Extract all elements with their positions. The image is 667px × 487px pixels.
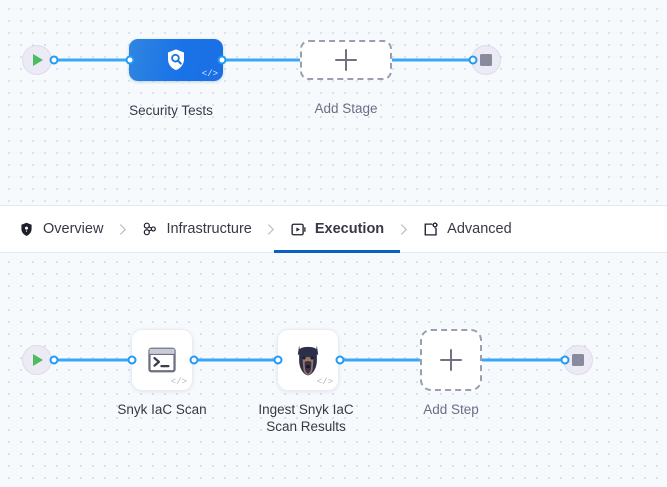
stop-icon — [480, 54, 492, 66]
port-start-out[interactable] — [49, 55, 59, 65]
add-step-button[interactable] — [420, 329, 482, 391]
port-exec-start-out[interactable] — [49, 355, 59, 365]
add-stage-label: Add Stage — [314, 101, 378, 116]
tab-separator-2 — [254, 223, 288, 236]
tab-infrastructure-label: Infrastructure — [166, 220, 252, 237]
connector-start-to-snyk-scan — [44, 358, 136, 362]
tab-overview[interactable]: Overview — [16, 206, 105, 253]
connector-add-step-to-end — [482, 358, 570, 362]
step-snyk-iac-scan[interactable]: </> — [131, 329, 193, 391]
tab-execution[interactable]: Execution — [273, 206, 401, 253]
port-snyk-scan-in[interactable] — [127, 355, 137, 365]
step-label-snyk-iac-scan: Snyk IaC Scan — [117, 402, 207, 417]
play-box-icon — [291, 223, 306, 235]
tab-advanced[interactable]: Advanced — [420, 206, 514, 253]
port-snyk-scan-out[interactable] — [189, 355, 199, 365]
stage-security-tests[interactable]: </> — [129, 39, 223, 81]
add-step-label: Add Step — [423, 402, 479, 417]
pipeline-start-node[interactable] — [22, 45, 52, 75]
chevron-right-icon — [268, 223, 275, 235]
shield-icon — [21, 222, 32, 236]
plus-icon — [440, 349, 462, 371]
port-security-tests-out[interactable] — [217, 55, 227, 65]
tab-advanced-label: Advanced — [447, 220, 512, 237]
shield-search-icon — [167, 49, 185, 71]
connector-ingest-to-add-step — [336, 358, 422, 362]
execution-start-node[interactable] — [22, 345, 52, 375]
port-security-tests-in[interactable] — [125, 55, 135, 65]
chevron-right-icon — [119, 223, 126, 235]
connector-security-tests-to-add-stage — [212, 58, 304, 62]
chevron-right-icon — [400, 223, 407, 235]
stage-label-security-tests: Security Tests — [129, 103, 213, 118]
connector-start-to-security-tests — [44, 58, 140, 62]
terminal-icon — [148, 347, 176, 373]
port-ingest-out[interactable] — [335, 355, 345, 365]
pipeline-section-tabs[interactable]: Overview Infrastructure — [0, 205, 667, 253]
stop-icon — [572, 354, 584, 366]
card-gear-icon — [424, 221, 439, 236]
tab-separator-1 — [105, 223, 139, 236]
stage-code-tag: </> — [201, 69, 218, 79]
step-label-ingest-snyk-results: Ingest Snyk IaC Scan Results — [258, 402, 354, 434]
port-end-in[interactable] — [468, 55, 478, 65]
step-graph-pane[interactable]: </> Snyk IaC Scan </> — [0, 253, 667, 487]
port-exec-end-in[interactable] — [560, 355, 570, 365]
tab-overview-label: Overview — [43, 220, 104, 237]
play-icon — [33, 54, 43, 66]
step-code-tag: </> — [316, 377, 333, 387]
tab-execution-label: Execution — [314, 220, 385, 237]
doberman-icon — [297, 345, 319, 375]
add-stage-button[interactable] — [300, 40, 392, 80]
step-ingest-snyk-results[interactable]: </> — [277, 329, 339, 391]
connector-add-stage-to-end — [388, 58, 480, 62]
tab-infrastructure[interactable]: Infrastructure — [139, 206, 253, 253]
nodes-icon — [144, 222, 157, 235]
tab-separator-3 — [386, 223, 420, 236]
stage-graph-pane[interactable]: </> Security Tests Add Stage — [0, 0, 667, 205]
port-ingest-in[interactable] — [273, 355, 283, 365]
connector-snyk-scan-to-ingest — [190, 358, 282, 362]
plus-icon — [335, 49, 357, 71]
play-icon — [33, 354, 43, 366]
step-code-tag: </> — [170, 377, 187, 387]
